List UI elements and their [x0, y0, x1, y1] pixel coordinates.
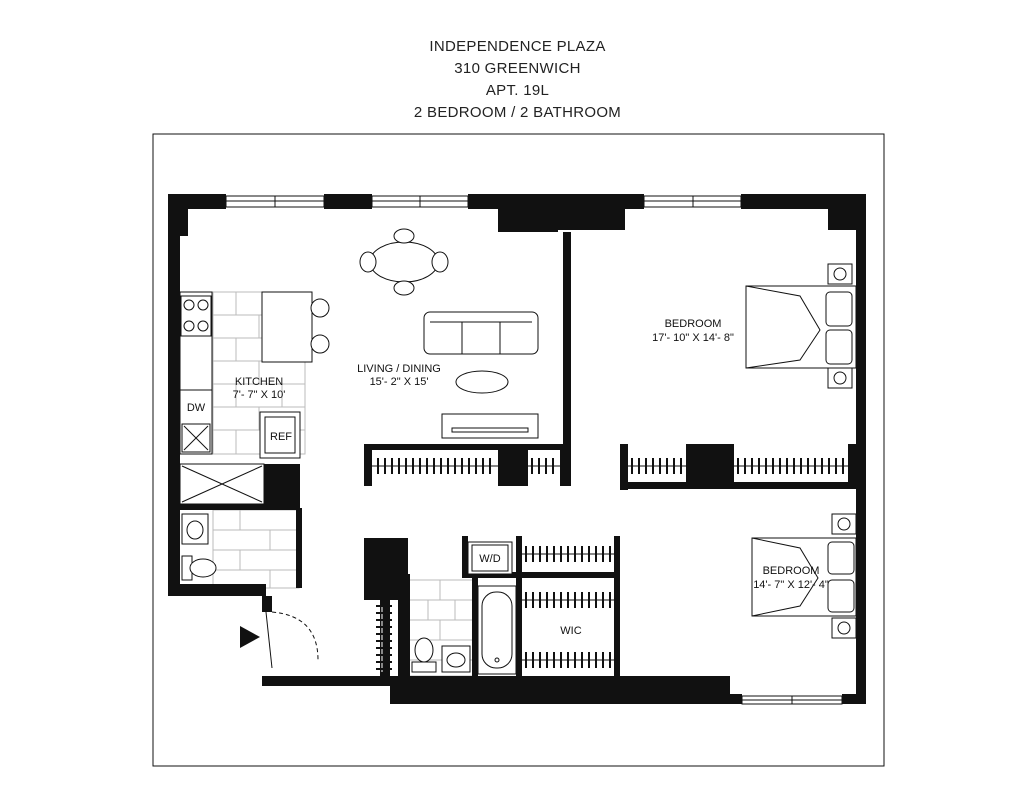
walls: [168, 194, 866, 704]
sofa: [423, 311, 539, 355]
building-name: INDEPENDENCE PLAZA: [429, 38, 606, 55]
kitchen-fixtures: [179, 291, 330, 459]
wic-label: WIC: [560, 625, 581, 637]
entry-door: [265, 611, 319, 669]
stool-icon: [310, 298, 330, 318]
toilet-icon: [414, 637, 434, 663]
washer-dryer-label: W/D: [479, 553, 500, 565]
bedroom-2-bed: [751, 513, 857, 639]
closet-hangers: [376, 458, 844, 670]
bedroom-2-dims: 14'- 7" X 12'- 4": [753, 579, 829, 591]
bath-1-fixtures: [179, 463, 265, 581]
bedroom-1-dims: 17'- 10" X 14'- 8": [652, 332, 734, 344]
refrigerator-label: REF: [270, 431, 292, 443]
kitchen-island: [261, 291, 313, 363]
unit-layout: 2 BEDROOM / 2 BATHROOM: [413, 104, 622, 121]
bedroom-1-label: BEDROOM: [665, 318, 722, 330]
coffee-table: [455, 370, 509, 394]
bedroom-2-label: BEDROOM: [763, 565, 820, 577]
bath-2-fixtures: [411, 541, 517, 675]
living-dims: 15'- 2" X 15': [370, 376, 429, 388]
unit-number: APT. 19L: [485, 82, 550, 99]
entry-arrow-icon: [240, 626, 260, 648]
building-address: 310 GREENWICH: [454, 60, 581, 77]
bedroom-1-bed: [745, 263, 857, 389]
toilet-icon: [189, 558, 217, 578]
dishwasher-label: DW: [187, 402, 206, 414]
bath-1-tile-floor: [212, 509, 300, 589]
stool-icon: [310, 334, 330, 354]
dining-table: [369, 241, 439, 283]
kitchen-label: KITCHEN: [235, 376, 283, 388]
kitchen-dims: 7'- 7" X 10': [233, 389, 286, 401]
living-label: LIVING / DINING: [357, 363, 441, 375]
plan-header: INDEPENDENCE PLAZA 310 GREENWICH APT. 19…: [0, 36, 1035, 124]
media-console: [441, 413, 539, 439]
living-fixtures: [359, 228, 539, 439]
plan-frame: [152, 133, 885, 767]
windows: [225, 195, 843, 705]
